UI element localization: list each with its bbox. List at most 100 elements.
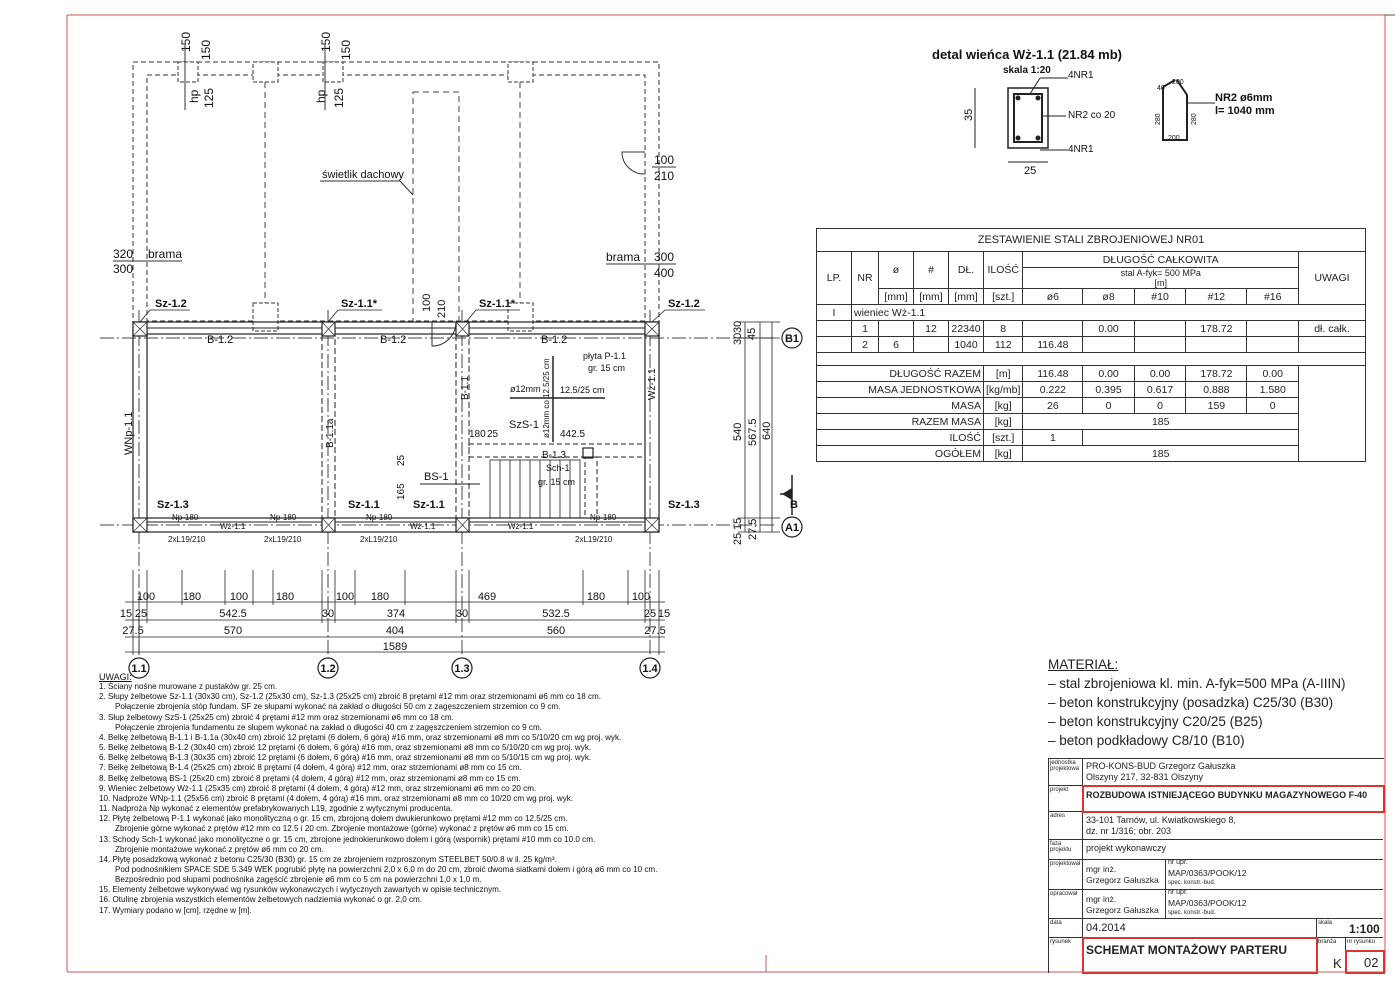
beam-label: B-1.2 [207,334,233,346]
column-label: Sz-1.1* [341,298,378,310]
svg-text:l= 1040 mm: l= 1040 mm [1215,105,1275,117]
door-mid-dim: 100 [421,294,433,312]
drafter-name: Grzegorz Gałuszka [1086,905,1159,915]
svg-text:560: 560 [547,625,565,637]
axis-b1-label: B1 [785,333,799,345]
svg-text:125: 125 [202,88,216,108]
svg-text:210: 210 [436,300,448,318]
svg-text:180: 180 [371,591,389,603]
branch-code: K [1333,956,1342,971]
drawing-date: 04.2014 [1086,922,1126,934]
svg-text:540: 540 [732,423,744,441]
axis-label: 1.2 [320,663,335,675]
drawing-title: SCHEMAT MONTAŻOWY PARTERU [1086,943,1288,957]
lintel-label: 2xL19/210 [168,535,206,544]
svg-text:Np-180: Np-180 [590,513,617,522]
steel-schedule-table: ZESTAWIENIE STALI ZBROJENIOWEJ NR01 LP. … [816,228,1366,462]
svg-text:Np-180: Np-180 [172,513,199,522]
table-title: ZESTAWIENIE STALI ZBROJENIOWEJ NR01 [816,228,1366,252]
beam-bs-label: BS-1 [424,471,448,483]
hp-label-left: 150 [179,32,193,52]
svg-text:35: 35 [963,109,975,121]
total-length: 1589 [383,641,407,653]
svg-text:640: 640 [761,422,773,440]
svg-text:25: 25 [396,454,407,466]
summary-row: OGÓŁEM [kg] 185 [816,445,1366,462]
svg-text:180: 180 [276,591,294,603]
svg-text:150: 150 [199,40,213,60]
beam-b13-label: B-1.3 [542,450,566,461]
column-label: Sz-1.1 [348,499,380,511]
svg-text:4NR1: 4NR1 [1068,70,1094,81]
note-line: Połączenie zbrojenia fundamentu ze słupe… [115,722,542,732]
axis-a1-label: A1 [785,522,799,534]
svg-text:25: 25 [135,608,147,620]
address-line: 33-101 Tarnów, ul. Kwiatkowskiego 8, [1086,815,1236,825]
note-line: 14. Płytę posadzkową wykonać z betonu C2… [99,854,557,864]
svg-text:400: 400 [654,266,674,280]
svg-text:25: 25 [1024,165,1036,177]
drawing-number: 02 [1364,955,1379,970]
column-label: Sz-1.3 [157,499,189,511]
material-title: MATERIAŁ: [1048,657,1119,672]
svg-text:30: 30 [456,608,468,620]
note-line: 11. Nadproża Np wykonać z elementów pref… [99,804,453,814]
svg-text:180: 180 [183,591,201,603]
svg-text:Wż-1.1: Wż-1.1 [508,522,534,531]
svg-text:25: 25 [644,608,656,620]
svg-text:125: 125 [332,88,346,108]
svg-text:374: 374 [387,608,405,620]
column-label: Sz-1.3 [668,499,700,511]
svg-text:30: 30 [322,608,334,620]
gate-left-width: 320 [113,247,133,261]
note-line: 17. Wymiary podano w [cm], rzędne w [m]. [99,905,252,915]
lintel-label: 2xL19/210 [575,535,613,544]
material-section: MATERIAŁ: – stal zbrojeniowa kl. min. A-… [1048,655,1345,750]
svg-text:300: 300 [113,262,133,276]
svg-text:180: 180 [469,429,486,440]
detail-scale: skala 1:20 [1003,65,1051,76]
gate-left-label: brama [148,247,182,261]
note-line: Pod podnośnikiem SPACE SDE 5.349 WEK pog… [115,864,658,874]
axis-label: 1.4 [642,663,658,675]
note-line: 3. Słup żelbetowy SzS-1 (25x25 cm) zbroi… [99,712,454,722]
note-line: 5. Belkę żelbetową B-1.2 (30x40 cm) zbro… [99,743,592,753]
svg-text:180: 180 [587,591,605,603]
svg-text:Np-180: Np-180 [270,513,297,522]
note-line: 16. Otulinę zbrojenia wszystkich element… [99,895,423,905]
column-label: Sz-1.2 [155,298,187,310]
svg-text:4NR1: 4NR1 [1068,144,1094,155]
note-line: 15. Elementy żelbetowe wykonywać wg rysu… [99,885,502,895]
svg-text:100: 100 [230,591,248,603]
svg-text:27.5: 27.5 [747,519,759,540]
note-line: 2. Słupy żelbetowe Sz-1.1 (30x30 cm), Sz… [99,692,601,702]
column-label: Sz-1.2 [668,298,700,310]
skylight-label: świetlik dachowy [322,169,404,181]
note-line: 9. Wieniec żelbetowy Wż-1.1 (25x35 cm) z… [99,783,537,793]
svg-text:40: 40 [1157,85,1165,92]
beam-label: B-1.2 [541,334,567,346]
svg-text:gr. 15 cm: gr. 15 cm [538,477,575,487]
project-name: ROZBUDOWA ISTNIEJĄCEGO BUDYNKU MAGAZYNOW… [1086,790,1368,800]
svg-text:469: 469 [478,591,496,603]
svg-text:15: 15 [120,608,132,620]
note-line: 7. Belkę żelbetową B-1.4 (25x25 cm) zbro… [99,763,522,773]
summary-row: ILOŚĆ [szt.] 1 [816,429,1366,446]
axis-label: 1.3 [454,663,469,675]
door-dim-top: 100 [654,153,674,167]
svg-text:25: 25 [732,533,744,545]
note-line: 1. Ściany nośne murowane z pustaków gr. … [99,682,278,692]
svg-text:Np-180: Np-180 [366,513,393,522]
beam-v-label: B-1.1 [460,376,471,400]
section-mark: B [790,499,798,511]
svg-text:570: 570 [224,625,242,637]
material-item: – beton konstrukcyjny C20/25 (B25) [1048,714,1263,729]
svg-text:100: 100 [137,591,155,603]
lintel-wnp-label: WNp-1.1 [123,412,135,455]
svg-text:100: 100 [632,591,650,603]
